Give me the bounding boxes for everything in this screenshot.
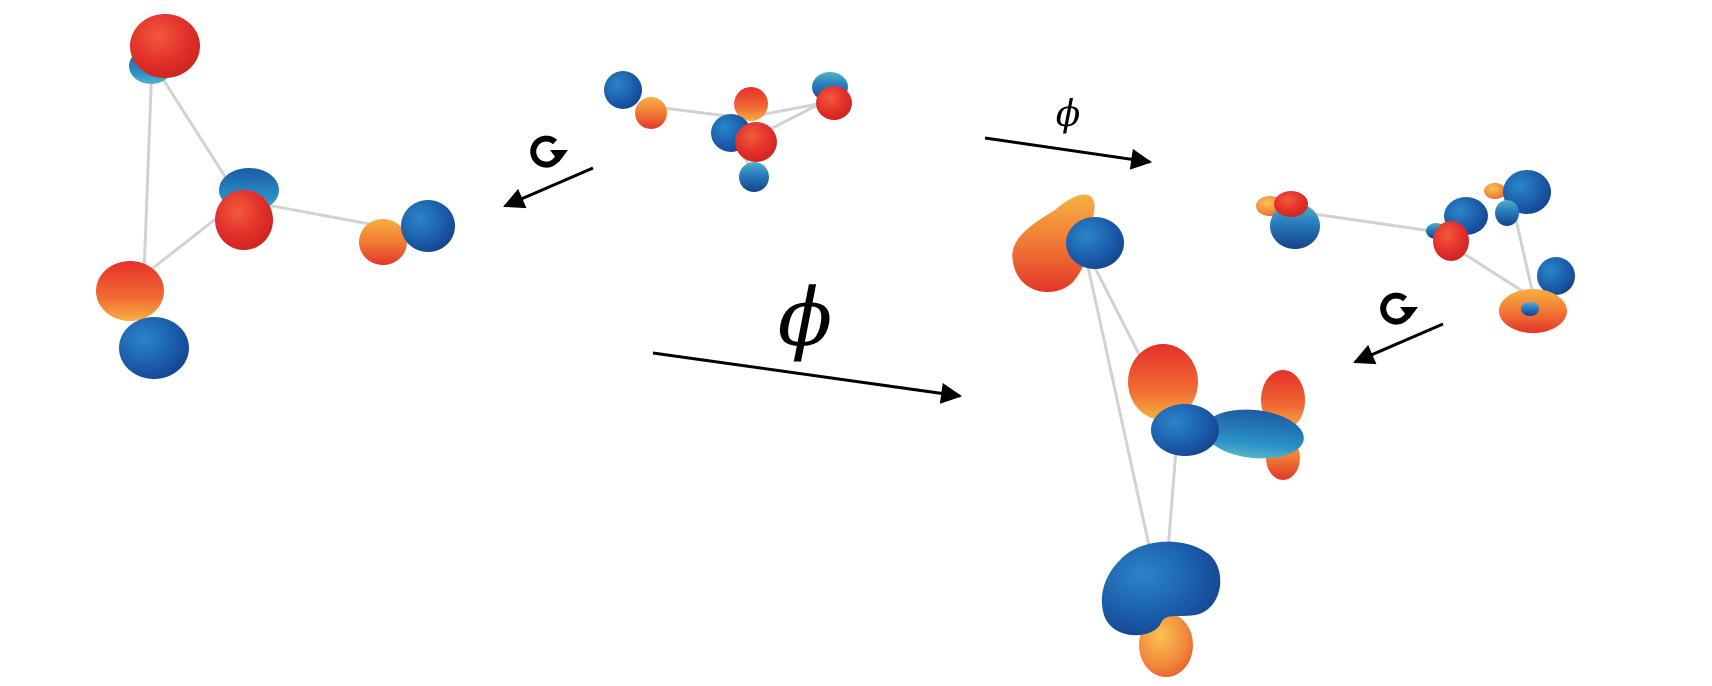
molecule-bottom-right-bonds [1085, 261, 1178, 551]
atom-lobe-blue [1066, 217, 1124, 269]
arrow-map-large [652, 351, 963, 404]
atom-lobe-red [1274, 191, 1308, 217]
atom-lobe-red [215, 190, 273, 250]
atom-lobe-blue [1521, 302, 1539, 316]
molecule-top-right-bonds [1299, 210, 1534, 298]
molecule-top-middle [604, 71, 852, 192]
atom-lobe-orange [1012, 194, 1095, 293]
molecule-bottom-right [1012, 194, 1305, 677]
atom-lobe-blue [1537, 257, 1575, 295]
atom-lobe-orange [635, 97, 667, 129]
label-phi-large: ϕ [778, 271, 833, 364]
atom-lobe-blue [1204, 409, 1304, 459]
arrow-rotate-left [503, 166, 594, 209]
rotate-icon [1380, 292, 1418, 325]
atom-lobe-blue [1495, 200, 1519, 226]
atom-lobe-red [735, 122, 777, 162]
atom-lobe-red [816, 86, 852, 120]
atom-lobe-blue [1503, 170, 1551, 214]
molecule-left [96, 14, 455, 379]
atom-lobe-blue [1101, 541, 1221, 636]
atom-lobe-blue [401, 200, 455, 252]
atom-lobe-orange [1484, 183, 1506, 199]
atom-lobe-blue [119, 317, 189, 379]
rotate-icon [530, 135, 568, 168]
arrow-rotate-right [1353, 322, 1444, 365]
atom-lobe-red [1433, 221, 1469, 261]
molecule-top-right [1256, 170, 1575, 333]
label-phi-small: ϕ [1056, 94, 1081, 135]
atom-lobe-red-orange [1128, 344, 1198, 420]
atom-lobe-red-orange [96, 261, 164, 321]
atom-lobe-blue [1151, 404, 1219, 456]
atom-lobe-blue [604, 71, 642, 109]
atom-lobe-blue [739, 162, 769, 192]
atom-lobe-orange [359, 219, 407, 265]
atom-lobe-orange [734, 87, 768, 121]
atom-lobe-red [130, 14, 200, 78]
arrow-map-top [984, 136, 1153, 170]
